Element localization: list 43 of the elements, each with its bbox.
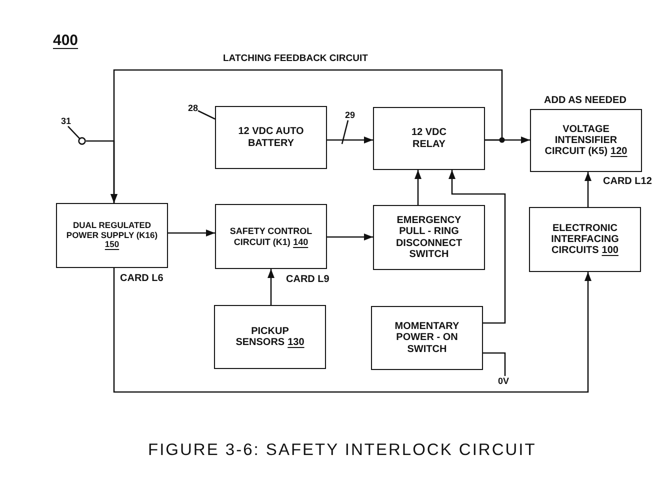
block-label: PICKUP SENSORS 130 — [234, 326, 306, 348]
circuit-block — [371, 306, 483, 370]
block-label: SAFETY CONTROL CIRCUIT (K1) 140 — [228, 226, 314, 247]
block-label: EMERGENCY PULL - RING DISCONNECT SWITCH — [394, 215, 464, 260]
callout-number: 31 — [61, 116, 72, 126]
figure-number: 400 — [53, 32, 78, 50]
circuit-block — [215, 204, 327, 269]
arrow — [584, 172, 592, 207]
arrow — [168, 230, 215, 236]
callout-number: 29 — [345, 110, 356, 120]
arrow — [113, 268, 592, 393]
arrow — [327, 136, 373, 144]
arrow — [268, 269, 274, 305]
arrow — [110, 69, 503, 203]
connector-line — [483, 352, 506, 376]
circuit-block — [529, 207, 641, 272]
block-label: MOMENTARY POWER - ON SWITCH — [394, 321, 460, 355]
figure-caption: FIGURE 3-6: SAFETY INTERLOCK CIRCUIT — [148, 441, 536, 460]
arrow — [327, 234, 373, 240]
callout-number: 28 — [188, 103, 198, 114]
circuit-block — [215, 106, 327, 169]
card-label: CARD L12 — [603, 176, 652, 188]
terminal-circle — [78, 137, 86, 145]
circuit-block — [373, 205, 485, 270]
circuit-block — [56, 203, 168, 268]
circuit-block — [373, 107, 485, 170]
block-label: VOLTAGE INTENSIFIER CIRCUIT (K5) 120 — [544, 124, 628, 158]
note-text: ADD AS NEEDED — [544, 95, 626, 106]
block-label: ELECTRONIC INTERFACING CIRCUITS 100 — [550, 222, 620, 256]
circuit-block — [214, 305, 326, 369]
card-label: CARD L9 — [286, 274, 330, 286]
card-label: CARD L6 — [120, 273, 164, 284]
arrow — [448, 170, 506, 324]
block-label: DUAL REGULATED POWER SUPPLY (K16) 150 — [65, 221, 159, 250]
leader-line — [68, 126, 80, 140]
arrow — [485, 136, 530, 144]
arrow — [414, 170, 422, 205]
block-label: 12 VDC AUTO BATTERY — [237, 126, 305, 149]
block-label: 12 VDC RELAY — [410, 127, 448, 150]
terminal-label: 0V — [498, 376, 510, 386]
circuit-block — [530, 109, 642, 172]
leader-line — [198, 110, 216, 120]
leader-line — [341, 120, 349, 144]
